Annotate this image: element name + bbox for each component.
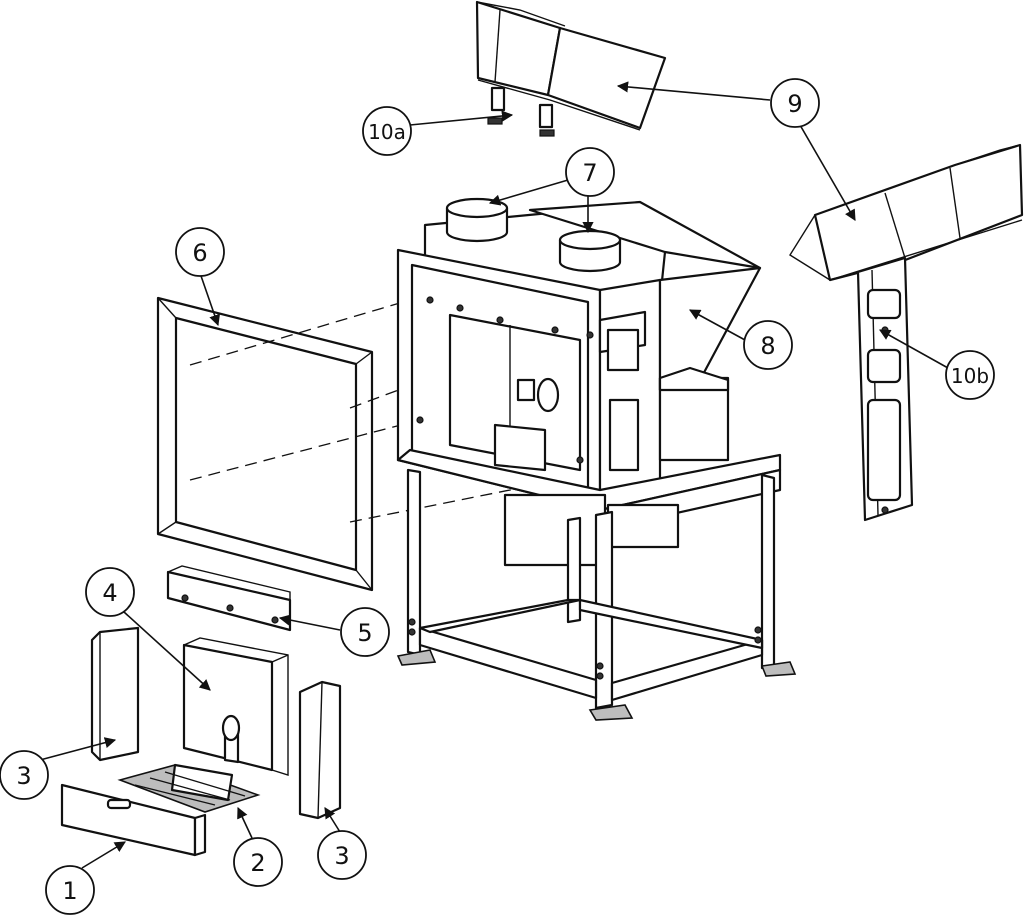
part-2-grate	[117, 763, 261, 813]
leader-lines	[39, 81, 949, 869]
callout-8-label: 8	[760, 332, 775, 360]
callout-7-label: 7	[582, 159, 597, 187]
part-1-ash-pan	[60, 783, 207, 857]
part-6-front-frame	[156, 296, 374, 592]
callout-3-left: 3	[0, 750, 49, 800]
part-3-right-brick	[298, 680, 342, 820]
callout-3-left-label: 3	[16, 762, 31, 790]
stand-frame	[396, 468, 797, 721]
callout-4-label: 4	[102, 579, 117, 607]
callout-3-right-label: 3	[334, 842, 349, 870]
callout-2: 2	[233, 837, 283, 887]
callout-10b-label: 10b	[951, 364, 989, 388]
callout-10a: 10a	[362, 106, 412, 156]
callout-10b: 10b	[945, 350, 995, 400]
callout-9-label: 9	[787, 90, 802, 118]
callout-6-label: 6	[192, 239, 207, 267]
callout-8: 8	[743, 320, 793, 370]
part-10b-bracket	[856, 256, 914, 522]
assembly-lines	[189, 299, 521, 523]
callout-3-right: 3	[317, 830, 367, 880]
callout-1: 1	[45, 865, 95, 915]
callout-6: 6	[175, 227, 225, 277]
part-9-top-deflector	[475, 0, 667, 137]
callout-9: 9	[770, 78, 820, 128]
callout-5-label: 5	[357, 619, 372, 647]
callout-7: 7	[565, 147, 615, 197]
part-9-right-deflector	[789, 143, 1024, 282]
part-7-flue-collars	[445, 197, 622, 273]
part-3-left-brick	[90, 626, 140, 762]
callout-10a-label: 10a	[368, 120, 406, 144]
callout-1-label: 1	[62, 877, 77, 905]
part-5-bracket	[166, 565, 292, 632]
part-4-back-panel	[182, 637, 289, 776]
callout-4: 4	[85, 567, 135, 617]
callout-2-label: 2	[250, 849, 265, 877]
callout-5: 5	[340, 607, 390, 657]
